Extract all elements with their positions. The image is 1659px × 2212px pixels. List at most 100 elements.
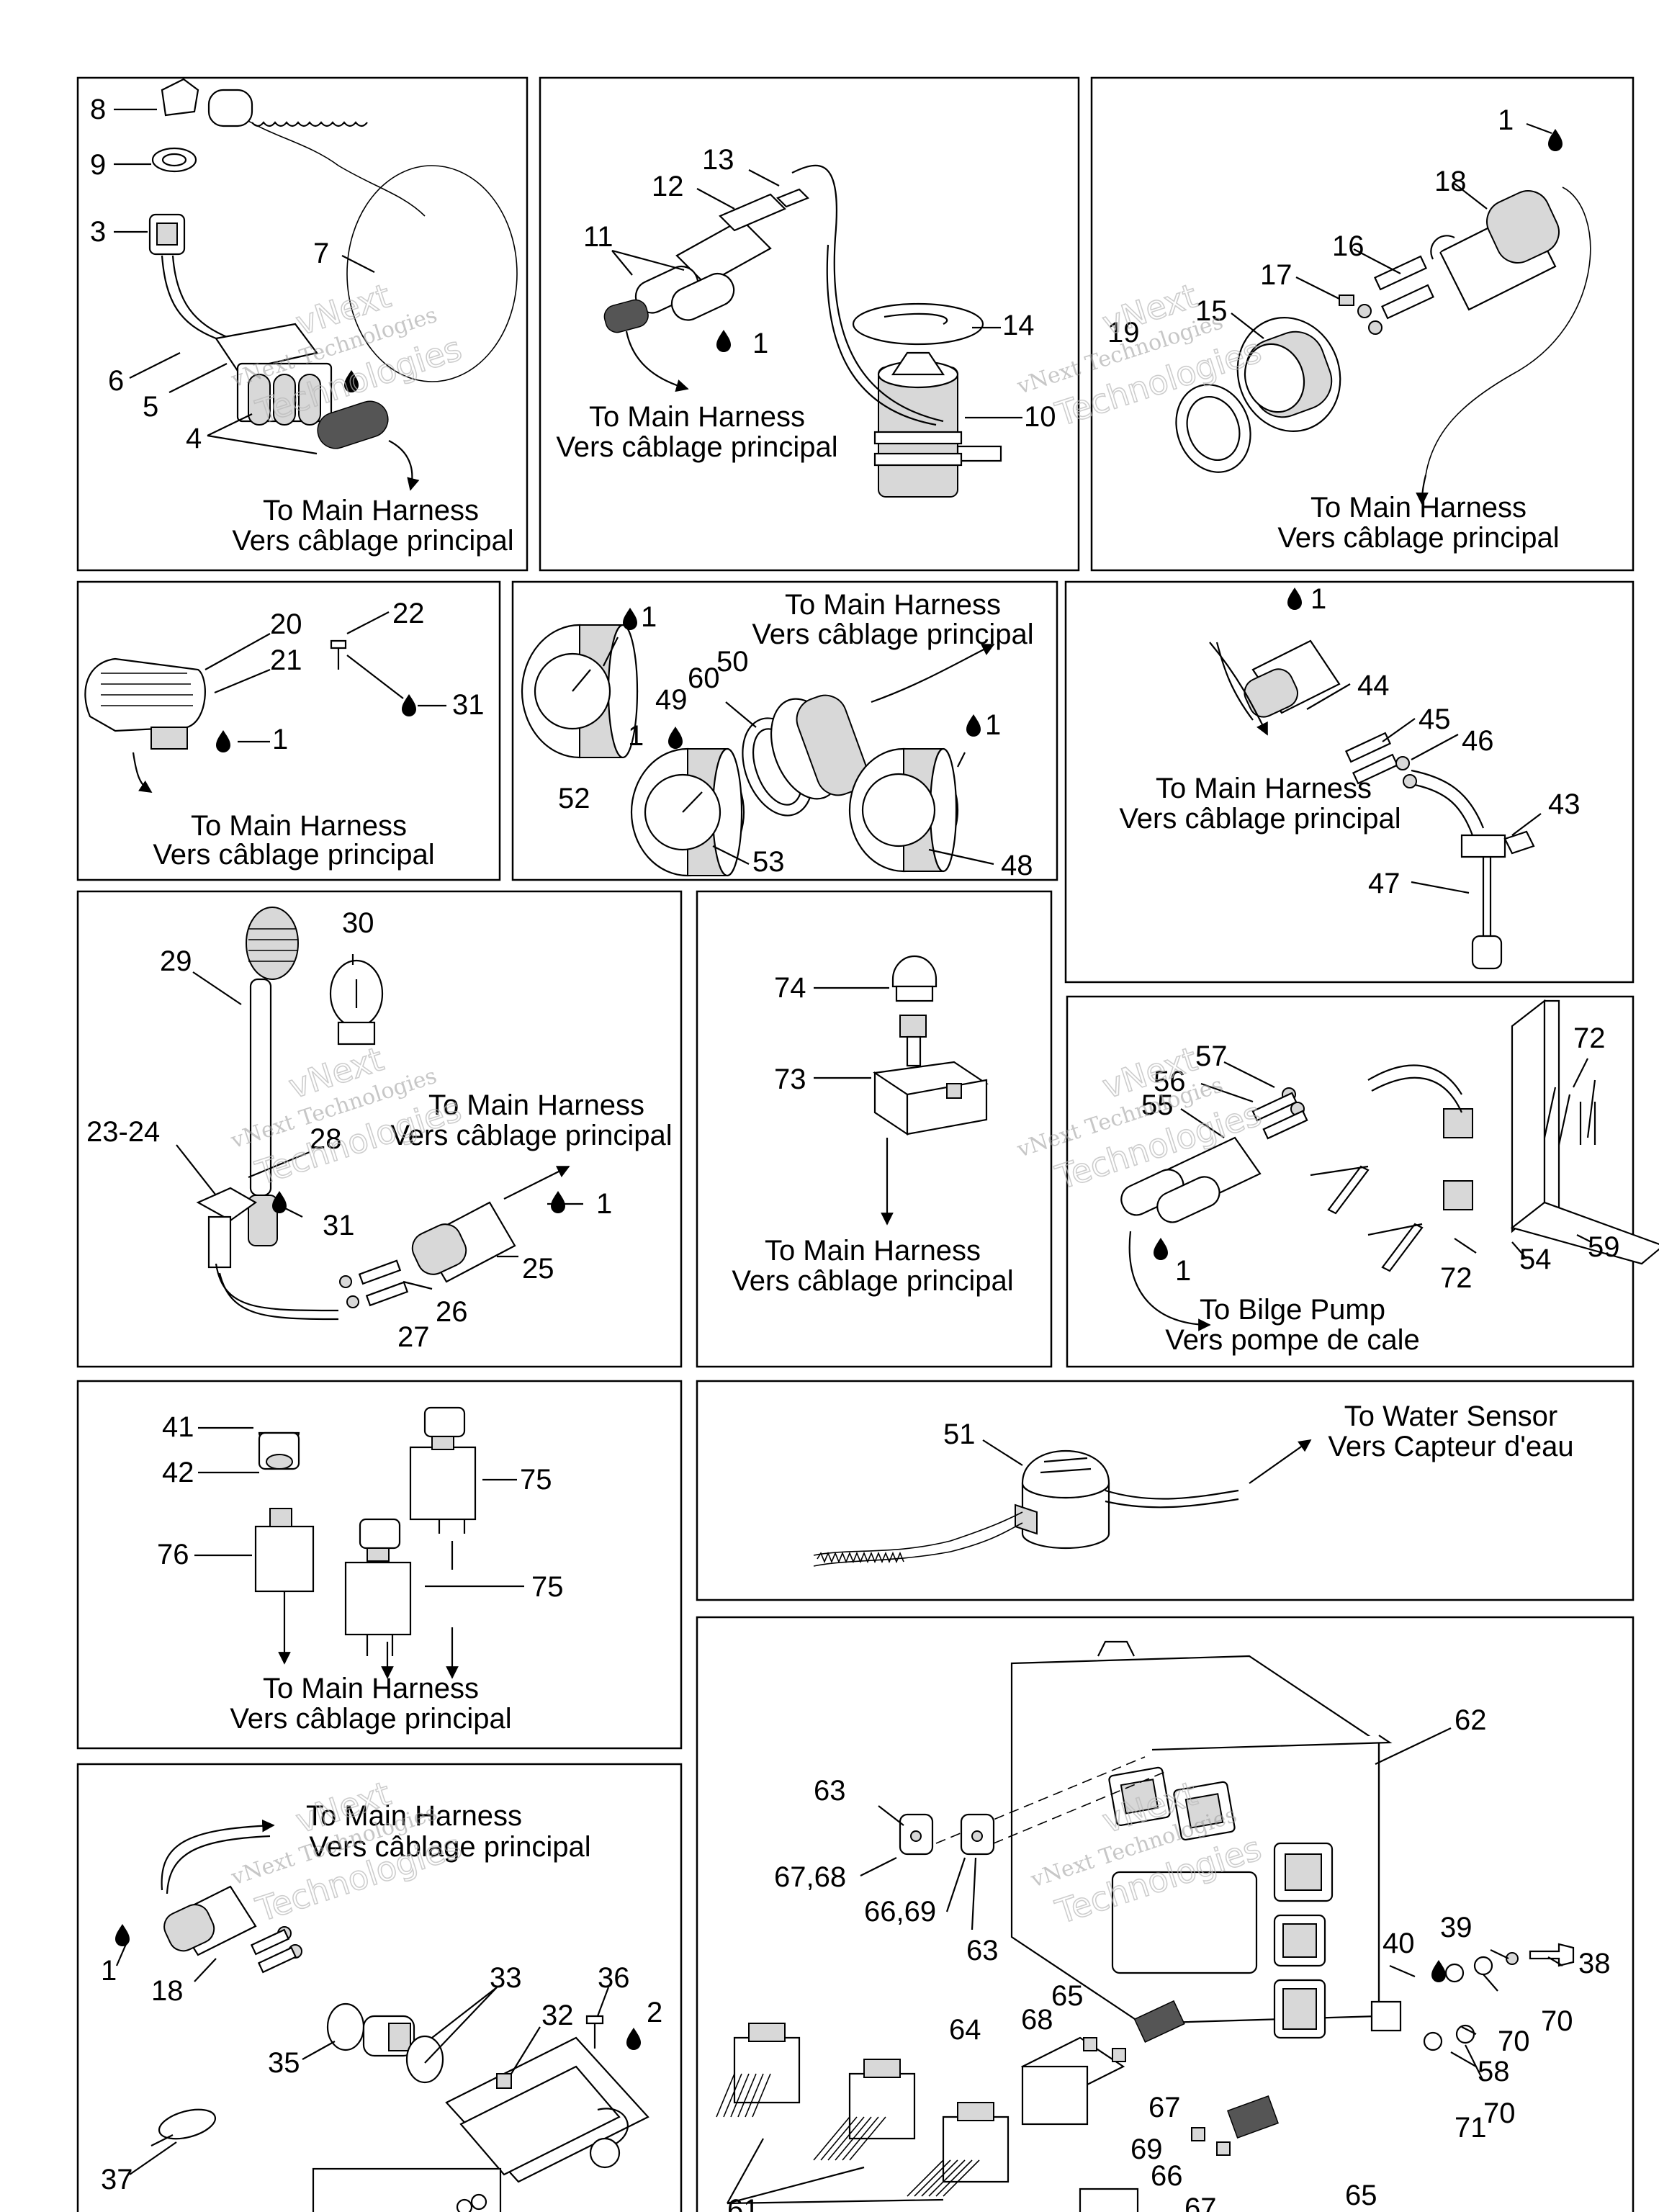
- harness-label-fr: Vers câblage principal: [752, 619, 1033, 650]
- callout: 68: [1021, 2004, 1053, 2036]
- callout: 4: [186, 423, 202, 454]
- callout: 53: [752, 846, 785, 878]
- callout: 65: [1051, 1980, 1084, 2012]
- callout: 32: [541, 2000, 574, 2031]
- harness-label-en: To Main Harness: [428, 1089, 644, 1121]
- callout: 2: [647, 1997, 662, 2028]
- callout: 39: [1440, 1912, 1473, 1943]
- callout: 17: [1260, 259, 1292, 291]
- harness-label-en: To Main Harness: [1156, 773, 1372, 804]
- callout: 1: [752, 328, 768, 359]
- callout: 29: [160, 945, 192, 977]
- callout: 1: [101, 1955, 117, 1987]
- bilge-label-fr: Vers pompe de cale: [1165, 1324, 1420, 1356]
- callout: 59: [1588, 1231, 1620, 1263]
- harness-label-fr: Vers câblage principal: [390, 1120, 672, 1151]
- callout: 49: [655, 684, 688, 716]
- callout: 41: [162, 1411, 194, 1443]
- callout: 1: [1498, 104, 1514, 136]
- callout: 5: [143, 391, 158, 423]
- callout: 66,69: [864, 1896, 936, 1928]
- callout: 72: [1440, 1262, 1473, 1294]
- callout: 73: [774, 1064, 806, 1095]
- callout: 1: [641, 601, 657, 633]
- callout: 70: [1541, 2005, 1573, 2037]
- harness-label-en: To Main Harness: [785, 589, 1001, 621]
- callout: 26: [436, 1296, 468, 1328]
- callout: 57: [1195, 1040, 1228, 1072]
- callout: 66: [1151, 2160, 1183, 2192]
- callout: 1: [272, 724, 288, 755]
- callout: 50: [716, 646, 749, 678]
- callout: 28: [310, 1123, 342, 1155]
- callout: 64: [949, 2014, 981, 2046]
- panel-buzzer: [603, 164, 1022, 498]
- harness-label-en: To Main Harness: [1310, 492, 1527, 523]
- callout: 42: [162, 1457, 194, 1488]
- panel-switch-73: [814, 955, 989, 1226]
- panel-bilge: [1120, 999, 1659, 1331]
- callout-numbers: 8 9 3 7 6 5 4 13 12 11 1 14 10 1 18 16 1…: [86, 94, 1620, 2212]
- callout: 15: [1195, 295, 1228, 327]
- callout: 30: [342, 907, 374, 939]
- callout: 60: [688, 662, 720, 694]
- harness-label-fr: Vers câblage principal: [1119, 803, 1401, 835]
- callout: 14: [1002, 310, 1035, 341]
- callout: 45: [1419, 703, 1451, 735]
- panel-panel-13: [115, 1819, 649, 2212]
- callout: 31: [323, 1210, 355, 1241]
- callout: 18: [1434, 166, 1467, 197]
- callout: 27: [397, 1321, 430, 1353]
- callout: 67: [1148, 2092, 1181, 2123]
- callout: 63: [966, 1935, 999, 1966]
- harness-label-fr: Vers câblage principal: [232, 525, 513, 557]
- callout: 20: [270, 608, 302, 640]
- panel-switch-75: [194, 1406, 524, 1679]
- callout: 31: [452, 689, 485, 721]
- callout: 16: [1332, 230, 1364, 262]
- water-label-en: To Water Sensor: [1344, 1401, 1557, 1432]
- callout: 48: [1001, 850, 1033, 881]
- callout: 44: [1357, 670, 1390, 701]
- harness-label-fr: Vers câblage principal: [732, 1265, 1013, 1297]
- callout: 72: [1573, 1022, 1606, 1054]
- panel-pump-51: [813, 1439, 1312, 1567]
- callout: 1: [1175, 1255, 1191, 1287]
- callout: 56: [1154, 1066, 1186, 1097]
- callout: 23-24: [86, 1116, 160, 1148]
- harness-label-fr: Vers câblage principal: [1277, 522, 1559, 554]
- callout: 10: [1024, 401, 1056, 433]
- callout: 38: [1578, 1948, 1611, 1979]
- callout: 70: [1498, 2026, 1530, 2057]
- callout: 1: [628, 720, 644, 752]
- panel-sensor-43: [1209, 639, 1542, 970]
- callout: 7: [313, 238, 329, 269]
- callout: 1: [596, 1188, 612, 1220]
- callout: 40: [1382, 1928, 1415, 1959]
- harness-label-en: To Main Harness: [589, 401, 805, 433]
- harness-label-en: To Main Harness: [263, 495, 479, 526]
- callout: 61: [727, 2194, 760, 2212]
- harness-label-en: To Main Harness: [263, 1673, 479, 1704]
- callout: 69: [1130, 2134, 1163, 2165]
- callout: 58: [1478, 2056, 1510, 2087]
- callout: 65: [1345, 2180, 1377, 2211]
- callout: 62: [1455, 1704, 1487, 1736]
- panel-nav-light: [176, 907, 583, 1321]
- callout: 75: [531, 1571, 564, 1603]
- panel-lanyard: [114, 78, 518, 491]
- harness-label-fr: Vers câblage principal: [309, 1831, 590, 1863]
- panel-switch-20: [84, 611, 446, 793]
- panel-connector-15: [1175, 122, 1591, 505]
- callout: 63: [814, 1775, 846, 1807]
- panel-ecu: [716, 1640, 1575, 2212]
- callout: 25: [522, 1253, 554, 1285]
- panel-gauges: [521, 624, 995, 877]
- callout: 1: [985, 709, 1001, 741]
- callout: 67: [1184, 2193, 1217, 2212]
- harness-label-en: To Main Harness: [191, 810, 407, 842]
- callout: 11: [583, 221, 613, 253]
- callout: 19: [1107, 317, 1140, 349]
- callout: 67,68: [774, 1861, 846, 1893]
